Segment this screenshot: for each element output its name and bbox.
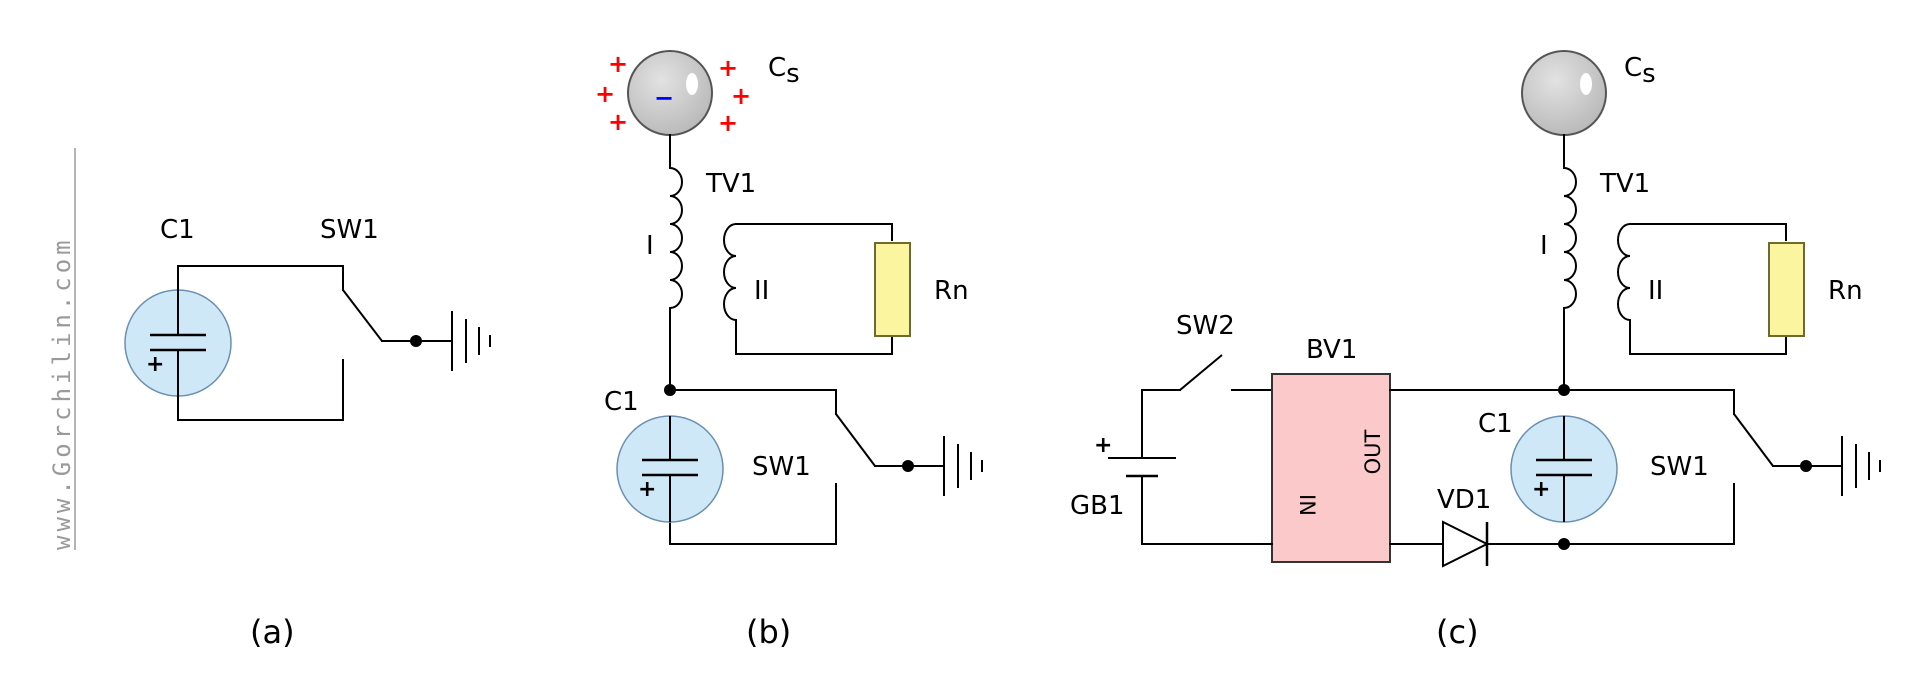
battery-gb1: + (1094, 389, 1176, 545)
polarity-plus: + (146, 352, 164, 377)
caption-c: (c) (1436, 613, 1479, 651)
diagram-a: + C1 SW1 (a) (124, 215, 491, 651)
battery-plus: + (1094, 433, 1112, 458)
label-cs: Cs (1624, 53, 1656, 89)
coil-primary (1563, 134, 1577, 391)
label-gb1: GB1 (1070, 491, 1125, 521)
label-vd1: VD1 (1437, 485, 1491, 515)
charge-plus: + (718, 54, 738, 82)
module-in: IN (1295, 494, 1319, 516)
label-secondary: II (754, 276, 769, 306)
label-sw1: SW1 (320, 215, 379, 245)
charge-plus: + (595, 80, 615, 108)
switch-sw1-b (835, 413, 914, 472)
switch-sw1-c (1733, 413, 1812, 472)
ground-symbol (1805, 436, 1881, 496)
label-rn: Rn (1828, 276, 1863, 306)
label-tv1: TV1 (705, 169, 756, 199)
label-sw1: SW1 (1650, 452, 1709, 482)
label-tv1: TV1 (1599, 169, 1650, 199)
switch-sw1-a (342, 289, 422, 347)
caption-b: (b) (746, 613, 791, 651)
polarity-plus: + (638, 477, 656, 502)
ground-symbol (415, 311, 491, 371)
sphere-highlight (686, 73, 698, 95)
coil-secondary (1617, 222, 1787, 355)
caption-a: (a) (250, 613, 295, 651)
label-secondary: II (1648, 276, 1663, 306)
sphere-center-charge: − (654, 84, 674, 112)
label-c1: C1 (160, 215, 195, 245)
diagram-c: Cs TV1 I II Rn + GB1 SW2 BV1 IN OUT (1070, 50, 1881, 651)
charge-plus: + (608, 50, 628, 78)
load-resistor-rn (1768, 242, 1805, 337)
converter-bv1 (1271, 373, 1391, 563)
sphere-cs-b: − + + + + + + (595, 50, 751, 137)
coil-secondary (723, 222, 893, 355)
label-c1: C1 (604, 387, 639, 417)
charge-plus: + (608, 108, 628, 136)
label-sw2: SW2 (1176, 311, 1235, 341)
label-primary: I (1540, 231, 1548, 261)
charge-plus: + (731, 82, 751, 110)
sphere-body (1521, 50, 1607, 136)
load-resistor-rn (874, 242, 911, 337)
label-c1: C1 (1478, 409, 1513, 439)
label-bv1: BV1 (1306, 335, 1357, 365)
module-out: OUT (1361, 429, 1385, 474)
label-cs: Cs (768, 53, 800, 89)
ground-symbol (907, 436, 983, 496)
sphere-cs-c (1521, 50, 1607, 136)
switch-sw2 (1141, 354, 1273, 391)
label-primary: I (646, 231, 654, 261)
watermark: www.Gorchilin.com (48, 236, 76, 550)
capacitor-c1-c: + (1510, 415, 1618, 523)
charge-plus: + (718, 109, 738, 137)
diagram-b: − + + + + + + Cs TV1 I II Rn + (595, 50, 983, 651)
label-sw1: SW1 (752, 452, 811, 482)
diode-vd1 (1442, 520, 1565, 568)
polarity-plus: + (1532, 477, 1550, 502)
capacitor-c1-b: + (616, 415, 724, 523)
label-rn: Rn (934, 276, 969, 306)
coil-primary (669, 134, 683, 391)
sphere-highlight (1580, 73, 1592, 95)
